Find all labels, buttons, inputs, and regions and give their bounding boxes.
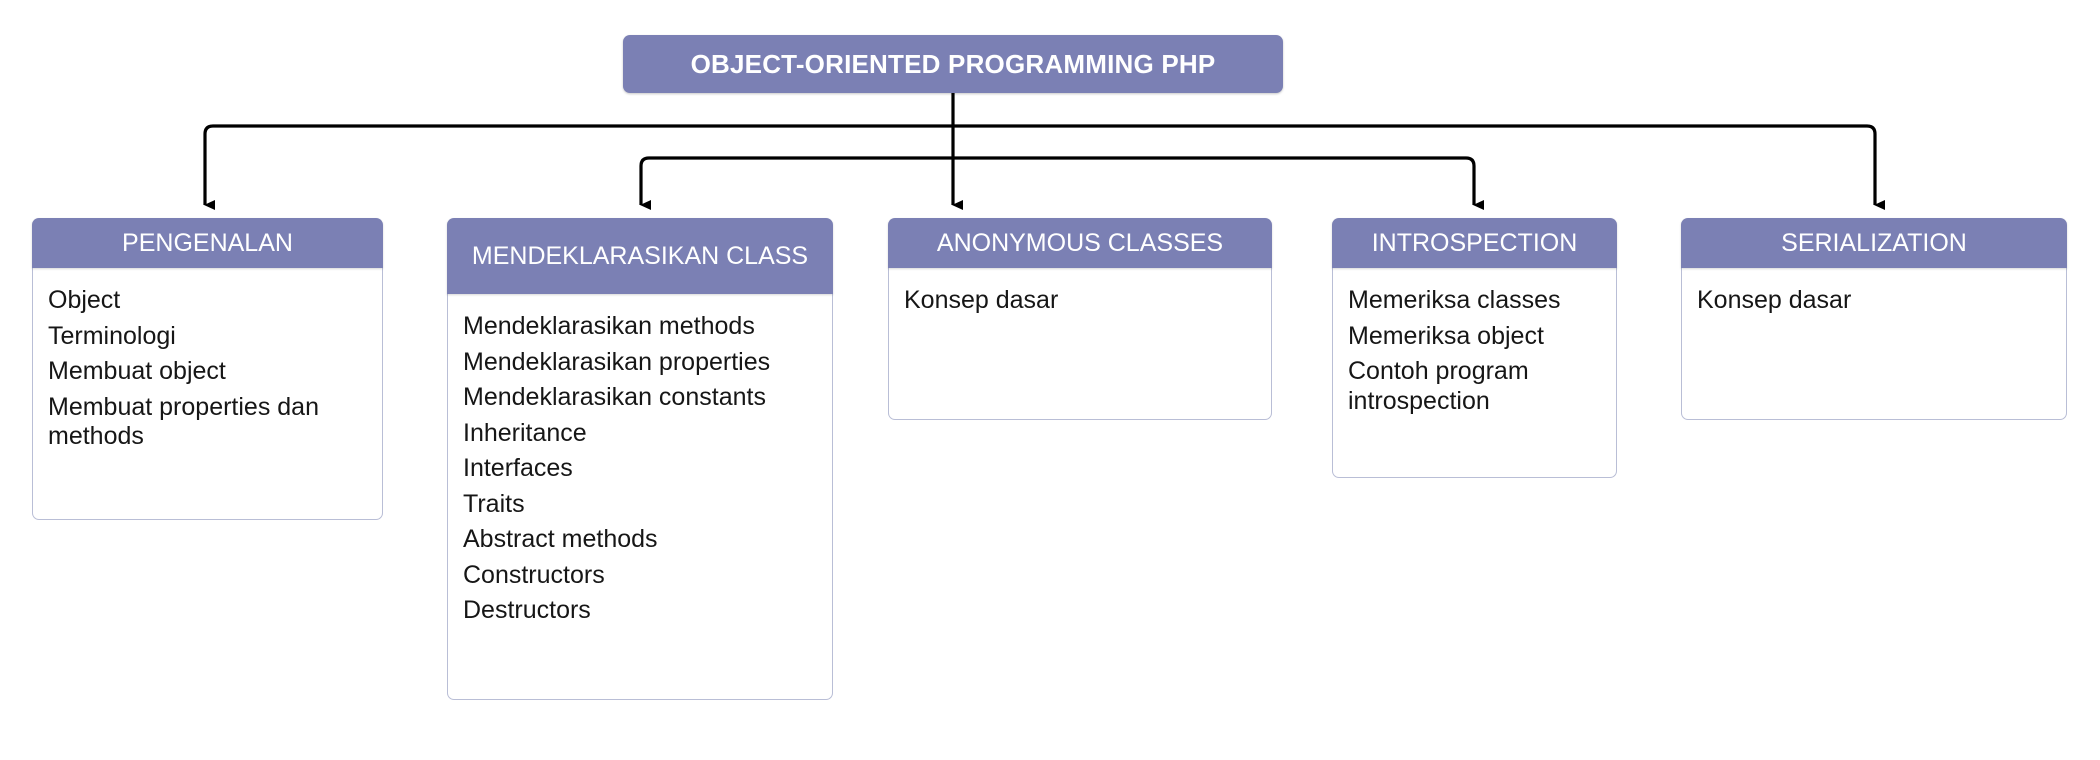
list-item: Konsep dasar [1697, 286, 1852, 314]
list-item: Contoh program introspection [1348, 357, 1529, 415]
connector-root-to-mendeklarasikan-class [639, 156, 953, 210]
branch-list-serialization: Konsep dasar [1697, 286, 2051, 316]
list-item: Traits [463, 489, 525, 518]
list-item: Memeriksa classes [1348, 286, 1561, 314]
list-item: Destructors [463, 596, 591, 624]
list-item: Mendeklarasikan methods [463, 312, 755, 340]
branch-title-pengenalan: PENGENALAN [122, 229, 293, 257]
list-item: Terminologi [48, 321, 176, 350]
list-item: Memeriksa object [1348, 321, 1544, 350]
list-item: Mendeklarasikan constants [463, 383, 766, 411]
branch-title-anonymous-classes: ANONYMOUS CLASSES [936, 229, 1224, 257]
branch-node-mendeklarasikan-class[interactable]: MENDEKLARASIKAN CLASS Mendeklarasikan me… [447, 218, 833, 700]
branch-body-pengenalan: Object Terminologi Membuat object Membua… [32, 268, 383, 520]
branch-body-anonymous-classes: Konsep dasar [888, 268, 1272, 420]
branch-body-mendeklarasikan-class: Mendeklarasikan methods Mendeklarasikan … [447, 294, 833, 700]
branch-title-serialization: SERIALIZATION [1781, 229, 1967, 257]
connector-root-to-pengenalan [203, 124, 953, 210]
connector-root-to-serialization [953, 124, 1885, 210]
branch-body-serialization: Konsep dasar [1681, 268, 2067, 420]
branch-header-anonymous-classes[interactable]: ANONYMOUS CLASSES [888, 218, 1272, 268]
branch-body-introspection: Memeriksa classes Memeriksa object Conto… [1332, 268, 1617, 478]
list-item: Abstract methods [463, 525, 658, 553]
branch-title-introspection: INTROSPECTION [1371, 229, 1578, 257]
branch-list-introspection: Memeriksa classes Memeriksa object Conto… [1348, 286, 1601, 416]
list-item: Membuat properties dan methods [48, 392, 319, 451]
root-node-title: OBJECT-ORIENTED PROGRAMMING PHP [690, 48, 1216, 79]
branch-header-mendeklarasikan-class[interactable]: MENDEKLARASIKAN CLASS [447, 218, 833, 294]
list-item: Object [48, 286, 121, 314]
branch-list-mendeklarasikan-class: Mendeklarasikan methods Mendeklarasikan … [463, 312, 817, 626]
branch-list-pengenalan: Object Terminologi Membuat object Membua… [48, 286, 367, 452]
branch-node-anonymous-classes[interactable]: ANONYMOUS CLASSES Konsep dasar [888, 218, 1272, 420]
branch-node-serialization[interactable]: SERIALIZATION Konsep dasar [1681, 218, 2067, 420]
branch-node-pengenalan[interactable]: PENGENALAN Object Terminologi Membuat ob… [32, 218, 383, 520]
branch-title-mendeklarasikan-class: MENDEKLARASIKAN CLASS [471, 241, 809, 270]
branch-node-introspection[interactable]: INTROSPECTION Memeriksa classes Memeriks… [1332, 218, 1617, 478]
branch-header-serialization[interactable]: SERIALIZATION [1681, 218, 2067, 268]
list-item: Interfaces [463, 454, 573, 482]
branch-header-introspection[interactable]: INTROSPECTION [1332, 218, 1617, 268]
list-item: Mendeklarasikan properties [463, 347, 771, 376]
connector-root-to-introspection [953, 156, 1484, 210]
list-item: Konsep dasar [904, 286, 1059, 314]
branch-list-anonymous-classes: Konsep dasar [904, 286, 1256, 316]
root-node-object-oriented-programming-php[interactable]: OBJECT-ORIENTED PROGRAMMING PHP [623, 35, 1283, 93]
list-item: Membuat object [48, 357, 226, 385]
branch-header-pengenalan[interactable]: PENGENALAN [32, 218, 383, 268]
list-item: Inheritance [463, 418, 587, 447]
list-item: Constructors [463, 560, 605, 589]
